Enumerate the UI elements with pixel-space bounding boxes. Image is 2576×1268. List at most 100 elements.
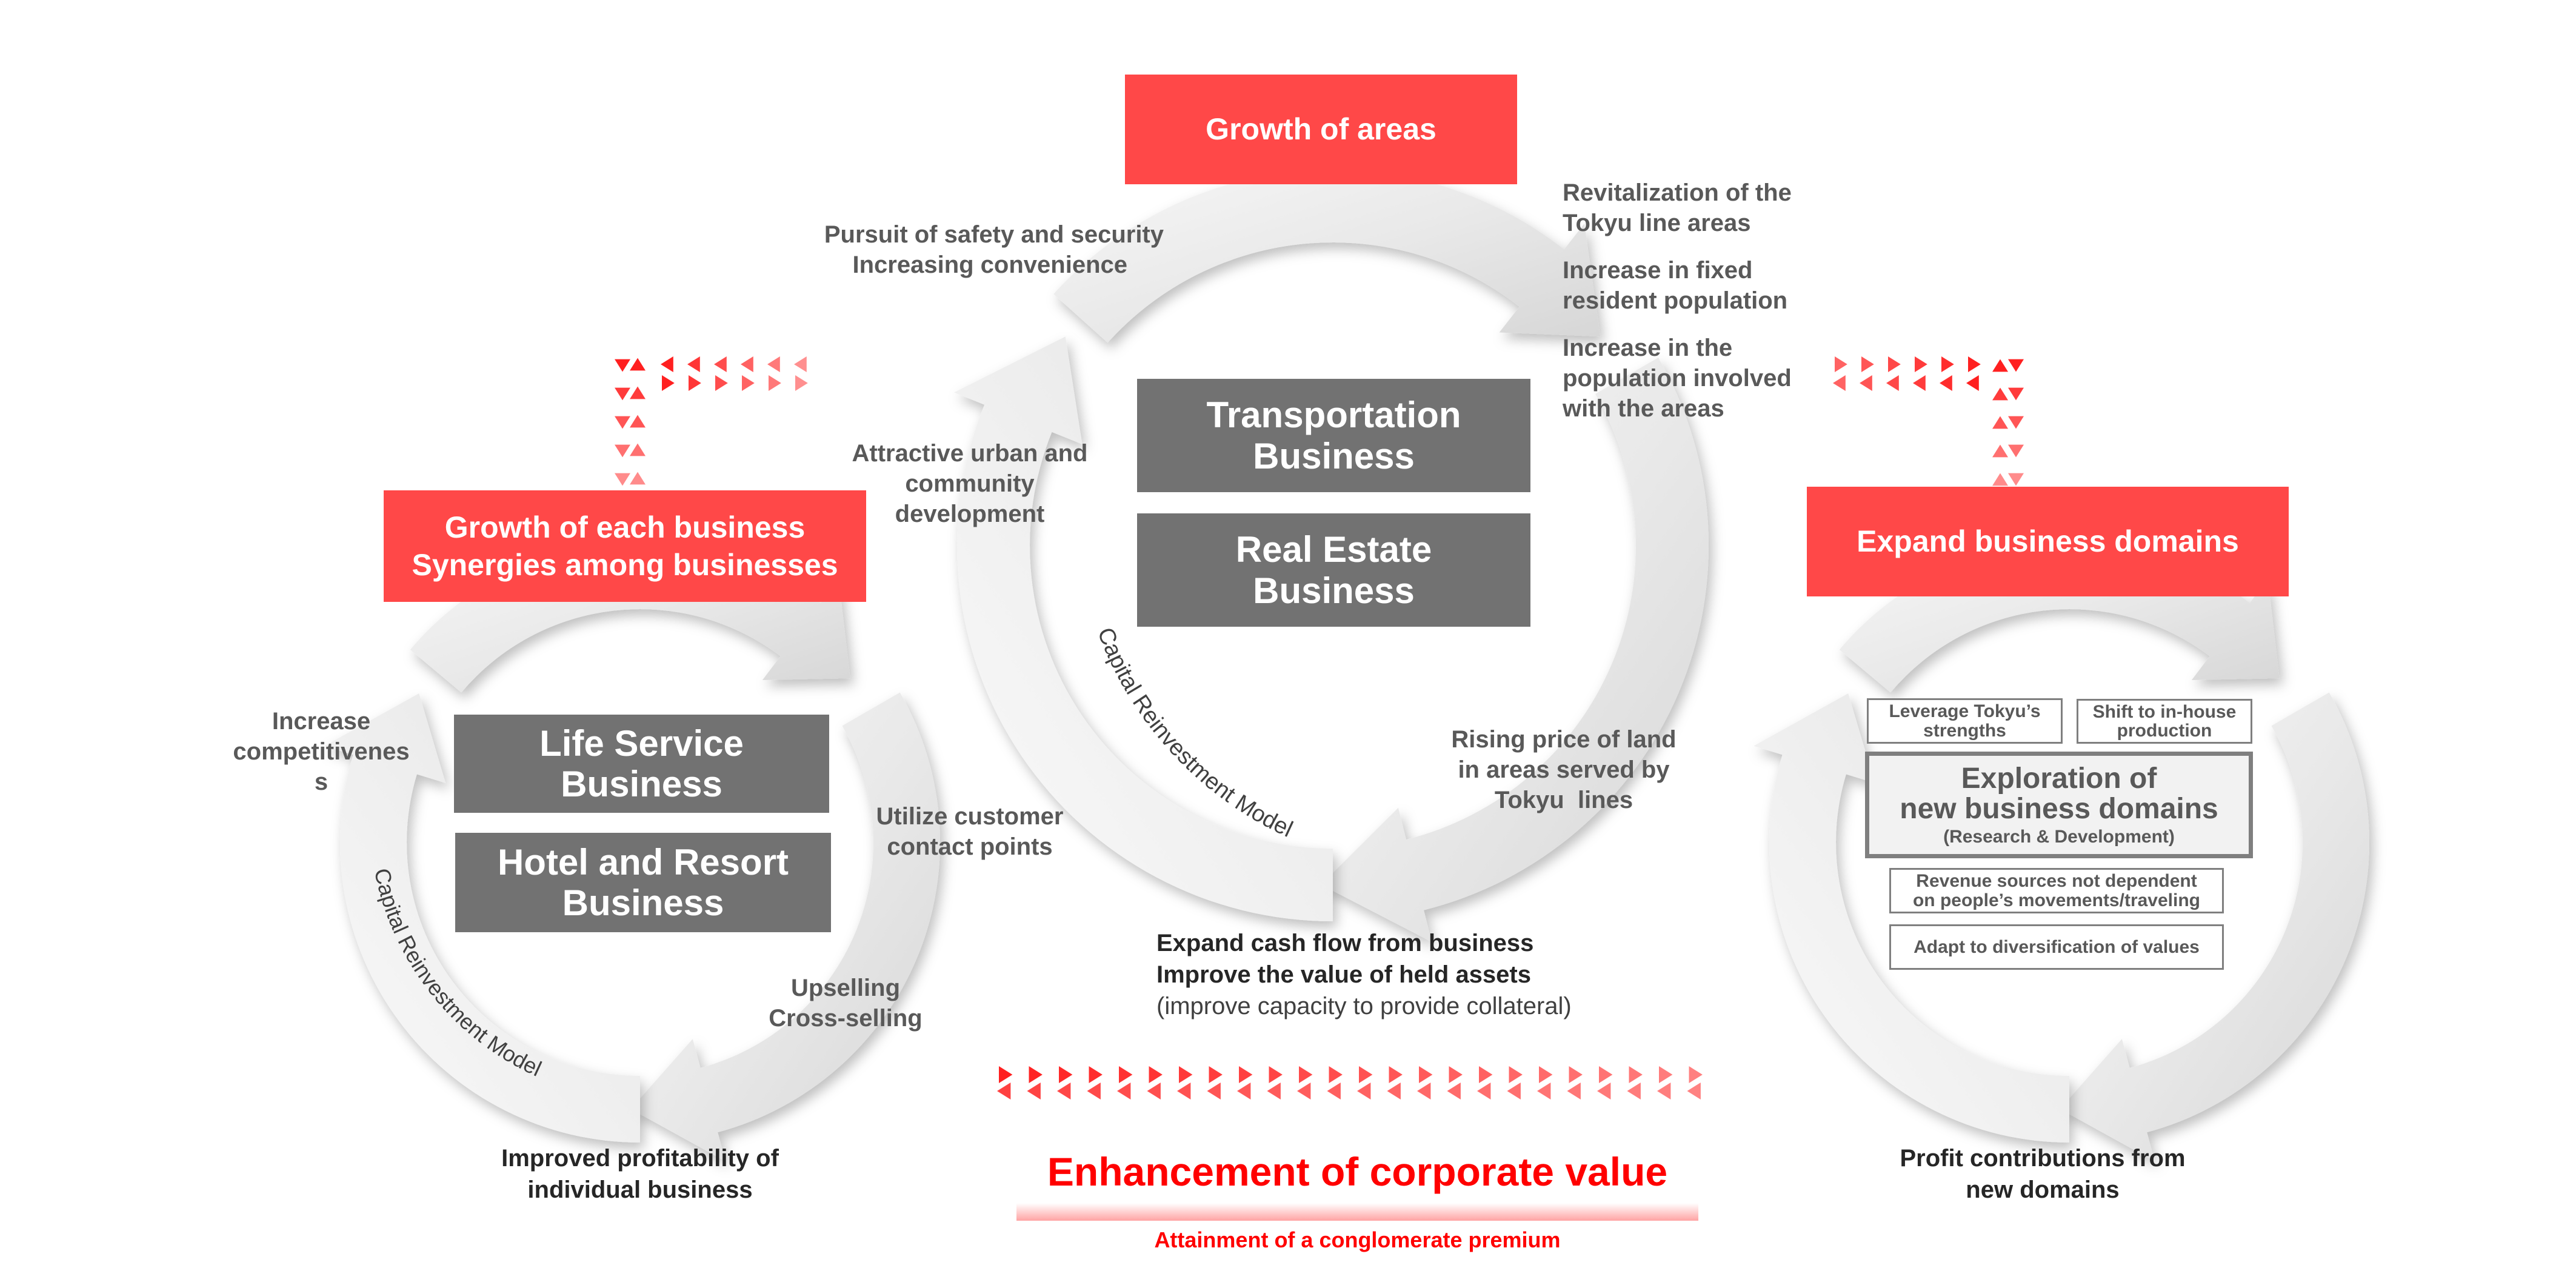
exploration-line2: new business domains	[1900, 793, 2218, 826]
right-horizontal-left-triangle-icon	[1913, 375, 1926, 391]
box-line: Adapt to diversification of values	[1914, 936, 2200, 957]
bottom-band-left-triangle-icon	[1267, 1083, 1281, 1099]
population-involved-label: Increase in the population involved with…	[1563, 333, 1792, 424]
bottom-band-right-triangle-icon	[1059, 1066, 1073, 1083]
center-cycle-top-arrow	[1053, 170, 1601, 343]
bottom-band-right-triangle-icon	[1599, 1066, 1613, 1083]
bottom-band-right-triangle-icon	[1029, 1066, 1043, 1083]
label-line: Increasing convenience	[852, 252, 1127, 278]
transportation-business-box: Transportation Business	[1137, 379, 1530, 492]
left-vertical-up-triangle-icon	[630, 443, 646, 456]
increase-competitiveness-label: Increase competitivenes s	[224, 706, 418, 797]
right-vertical-down-triangle-icon	[2008, 416, 2024, 429]
business-line2: Business	[561, 764, 722, 804]
urban-development-label: Attractive urban and community developme…	[818, 438, 1121, 529]
left-horizontal-left-triangle-icon	[687, 356, 700, 372]
revenue-sources-box: Revenue sources not dependent on people’…	[1889, 868, 2224, 913]
bottom-band-right-triangle-icon	[1209, 1066, 1223, 1083]
left-cycle-right-arrow	[630, 692, 941, 1161]
left-horizontal-right-triangle-icon	[769, 375, 781, 391]
business-line1: Real Estate	[1235, 529, 1432, 570]
goal-title: Enhancement of corporate value	[1016, 1149, 1698, 1195]
right-horizontal-right-triangle-icon	[1861, 356, 1874, 372]
right-cycle-left-arrow	[1753, 693, 2069, 1143]
bottom-band-left-triangle-icon	[1597, 1083, 1611, 1099]
right-horizontal-right-triangle-icon	[1888, 356, 1901, 372]
land-price-label: Rising price of land in areas served by …	[1412, 724, 1715, 815]
right-horizontal-right-triangle-icon	[1915, 356, 1927, 372]
left-horizontal-right-triangle-icon	[662, 375, 675, 391]
diversification-box: Adapt to diversification of values	[1889, 924, 2224, 970]
bottom-band-left-triangle-icon	[1507, 1083, 1521, 1099]
left-vertical-up-triangle-icon	[630, 415, 646, 428]
left-horizontal-right-triangle-icon	[715, 375, 728, 391]
label-line: competitivenes	[233, 738, 410, 765]
bottom-band-right-triangle-icon	[1359, 1066, 1373, 1083]
left-horizontal-right-triangle-icon	[689, 375, 701, 391]
right-vertical-up-triangle-icon	[1992, 473, 2008, 486]
left-vertical-down-triangle-icon	[615, 473, 630, 486]
business-line2: Business	[562, 883, 724, 923]
outcome-line: Improved profitability of	[501, 1145, 779, 1172]
bottom-band-right-triangle-icon	[1269, 1066, 1283, 1083]
right-vertical-down-triangle-icon	[2008, 359, 2024, 372]
label-line: Pursuit of safety and security	[824, 221, 1164, 248]
label-line: Tokyu line areas	[1563, 210, 1751, 236]
right-cycle-right-arrow	[2060, 692, 2369, 1161]
business-line2: Business	[1253, 435, 1415, 476]
outcome-note: (improve capacity to provide collateral)	[1156, 993, 1572, 1019]
header-text: Growth of areas	[1206, 112, 1436, 147]
business-line1: Life Service	[539, 722, 744, 764]
bottom-band-left-triangle-icon	[1027, 1083, 1041, 1099]
bottom-band-left-triangle-icon	[1237, 1083, 1251, 1099]
right-vertical-up-triangle-icon	[1992, 444, 2008, 458]
bottom-band-left-triangle-icon	[997, 1083, 1011, 1099]
right-outcome: Profit contributions from new domains	[1861, 1143, 2224, 1206]
box-line: on people’s movements/traveling	[1912, 890, 2200, 910]
bottom-band-right-triangle-icon	[1689, 1066, 1703, 1083]
label-line: Tokyu lines	[1494, 787, 1633, 813]
exploration-sub: (Research & Development)	[1943, 826, 2175, 847]
bottom-band-right-triangle-icon	[1089, 1066, 1103, 1083]
bottom-band-right-triangle-icon	[1659, 1066, 1673, 1083]
left-horizontal-left-triangle-icon	[794, 356, 807, 372]
outcome-line: Profit contributions from	[1900, 1145, 2186, 1172]
bottom-band-right-triangle-icon	[1449, 1066, 1463, 1083]
expand-business-domains-header: Expand business domains	[1807, 487, 2289, 596]
right-horizontal-right-triangle-icon	[1968, 356, 1981, 372]
right-vertical-down-triangle-icon	[2008, 473, 2024, 486]
bottom-band-right-triangle-icon	[999, 1066, 1013, 1083]
left-vertical-down-triangle-icon	[615, 359, 630, 372]
bottom-band-left-triangle-icon	[1327, 1083, 1341, 1099]
right-horizontal-left-triangle-icon	[1833, 375, 1846, 391]
hotel-resort-business-box: Hotel and Resort Business	[455, 833, 831, 932]
left-cycle-left-arrow	[324, 693, 640, 1143]
label-line: in areas served by	[1458, 756, 1670, 783]
business-line1: Hotel and Resort	[497, 841, 789, 883]
label-line: with the areas	[1563, 395, 1724, 422]
label-line: contact points	[887, 833, 1053, 860]
exploration-line1: Exploration of	[1961, 762, 2157, 795]
label-line: Rising price of land	[1451, 726, 1677, 753]
right-vertical-up-triangle-icon	[1992, 387, 2008, 401]
outcome-line: Expand cash flow from business	[1156, 930, 1534, 956]
left-vertical-up-triangle-icon	[630, 386, 646, 399]
box-line: Revenue sources not dependent	[1916, 871, 2197, 891]
leverage-strengths-box: Leverage Tokyu’s strengths	[1867, 698, 2063, 744]
right-horizontal-right-triangle-icon	[1941, 356, 1954, 372]
label-line: Cross-selling	[769, 1005, 923, 1032]
bottom-band-left-triangle-icon	[1477, 1083, 1491, 1099]
bottom-band-right-triangle-icon	[1419, 1066, 1433, 1083]
label-line: Revitalization of the	[1563, 179, 1792, 206]
label-line: Increase in the	[1563, 335, 1733, 361]
left-outcome: Improved profitability of individual bus…	[458, 1143, 822, 1206]
bottom-band-right-triangle-icon	[1539, 1066, 1553, 1083]
left-vertical-down-triangle-icon	[615, 387, 630, 401]
right-vertical-up-triangle-icon	[1992, 359, 2008, 372]
label-line: resident population	[1563, 287, 1788, 314]
left-horizontal-right-triangle-icon	[795, 375, 808, 391]
bottom-band-left-triangle-icon	[1417, 1083, 1431, 1099]
bottom-band-right-triangle-icon	[1569, 1066, 1583, 1083]
outcome-line: new domains	[1966, 1176, 2120, 1203]
